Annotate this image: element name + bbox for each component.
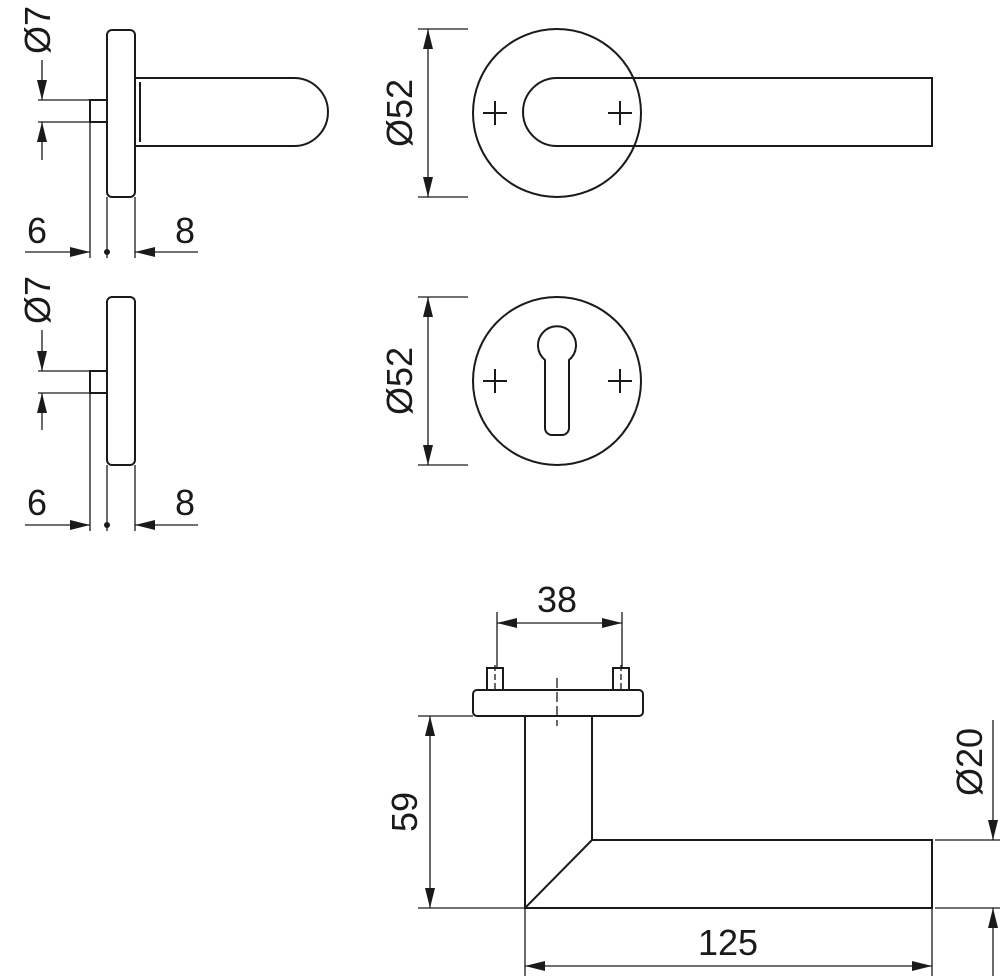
escutcheon-side xyxy=(106,296,136,466)
dim-spindle-dia: Ø7 xyxy=(17,6,58,54)
lever-front xyxy=(522,77,933,147)
side-view-escutcheon: Ø7 6 8 xyxy=(17,276,198,531)
dim-spindle-dia: Ø7 xyxy=(17,276,58,324)
dimension-dot xyxy=(104,522,110,528)
lever-body xyxy=(524,716,933,909)
dim-screw-spacing: 38 xyxy=(537,579,577,620)
rose-front xyxy=(472,28,642,198)
rose-plate xyxy=(472,689,644,717)
screw-plus-icon xyxy=(483,101,507,125)
dim-height: 59 xyxy=(384,792,425,832)
spindle xyxy=(89,370,108,394)
dim-left: 6 xyxy=(27,482,47,523)
dim-right: 8 xyxy=(175,482,195,523)
dim-rose-dia: Ø52 xyxy=(379,79,420,147)
spindle xyxy=(89,99,108,123)
rose-side xyxy=(106,29,136,198)
dim-escutcheon-dia: Ø52 xyxy=(379,347,420,415)
dim-left: 6 xyxy=(27,210,47,251)
front-view-lever-rose: Ø52 xyxy=(379,28,933,198)
top-view-lever: 38 59 125 Ø20 xyxy=(384,579,1000,976)
screw-plus-icon xyxy=(608,101,632,125)
lever-side xyxy=(135,77,329,147)
screw-plus-icon xyxy=(608,369,632,393)
dim-length: 125 xyxy=(698,922,758,963)
front-view-escutcheon: Ø52 xyxy=(379,296,642,466)
cylinder-keyhole-icon xyxy=(537,325,577,436)
lever-bend-edge xyxy=(524,839,593,909)
escutcheon-front xyxy=(472,296,642,466)
dim-grip-dia: Ø20 xyxy=(949,728,990,796)
screw-plus-icon xyxy=(483,369,507,393)
side-view-lever-rose: Ø7 6 8 xyxy=(17,6,329,258)
dimension-dot xyxy=(104,249,110,255)
dim-right: 8 xyxy=(175,210,195,251)
